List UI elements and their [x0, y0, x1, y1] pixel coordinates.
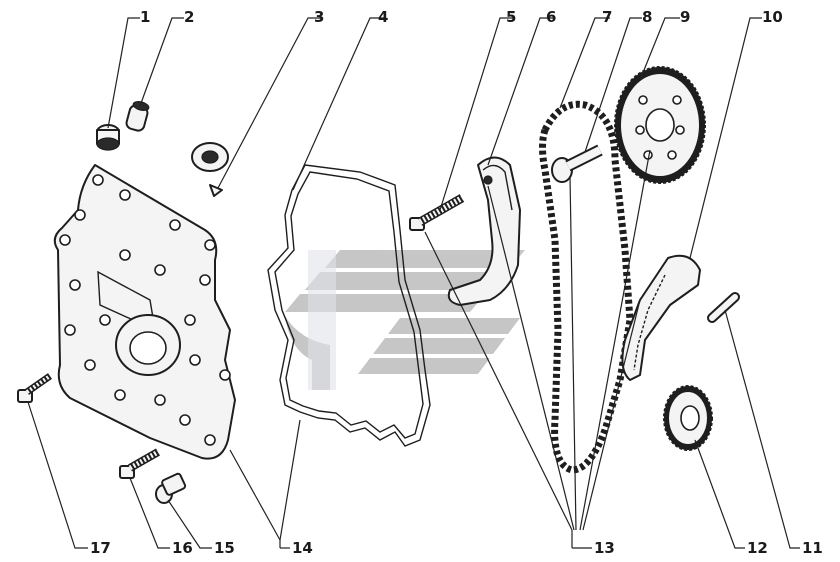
bolt-16	[119, 448, 160, 479]
callout-10: 10	[762, 8, 783, 26]
leader-lines	[27, 17, 800, 549]
pin-11	[707, 292, 740, 323]
callout-9: 9	[680, 8, 690, 26]
bolt-5	[409, 194, 465, 231]
cam-sprocket-9	[614, 66, 706, 184]
callout-12: 12	[747, 539, 768, 557]
callout-11: 11	[802, 539, 823, 557]
callout-14: 14	[292, 539, 313, 557]
callout-3: 3	[314, 8, 324, 26]
sprocket-bolt-8	[551, 144, 603, 183]
callout-13: 13	[594, 539, 615, 557]
crank-sprocket-12	[663, 385, 713, 451]
callout-1: 1	[140, 8, 150, 26]
seal-3	[191, 142, 229, 197]
callout-labels: 1 2 3 4 5 6 7 8 9 10 11 12 13 14 15 16 1…	[90, 8, 823, 557]
sleeve-2	[125, 101, 150, 132]
callout-2: 2	[184, 8, 194, 26]
timing-cover	[53, 164, 236, 460]
callout-6: 6	[546, 8, 556, 26]
plug-1	[96, 124, 120, 151]
tensioner-rail-10	[621, 254, 701, 381]
watermark-logo	[285, 250, 525, 390]
chain-guide-6	[447, 156, 521, 306]
callout-17: 17	[90, 539, 111, 557]
bolt-17	[17, 373, 52, 403]
callout-16: 16	[172, 539, 193, 557]
callout-5: 5	[506, 8, 516, 26]
cover-bolt-holes	[59, 174, 231, 446]
callout-15: 15	[214, 539, 235, 557]
callout-8: 8	[642, 8, 652, 26]
pin-15	[155, 472, 187, 504]
callout-4: 4	[378, 8, 388, 26]
gasket-4	[267, 164, 431, 447]
callout-7: 7	[602, 8, 612, 26]
timing-chain-7	[539, 100, 634, 474]
